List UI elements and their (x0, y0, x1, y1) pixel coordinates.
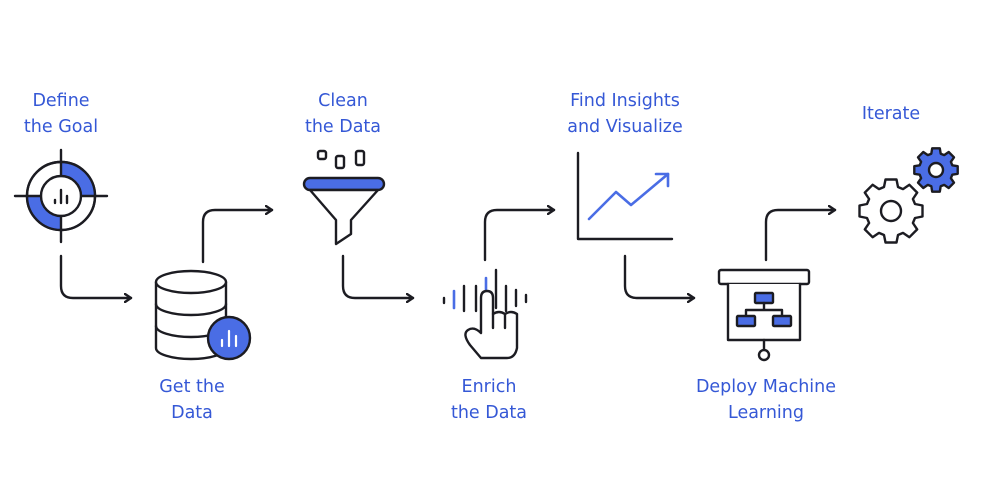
connector-data-to-clean (201, 210, 274, 264)
presentation-board-icon (717, 268, 811, 362)
connector-enrich-to-insights (483, 210, 556, 262)
step-get-data-line2: Data (171, 403, 213, 423)
target-icon (13, 148, 109, 244)
line-chart-icon (576, 151, 674, 241)
connector-deploy-to-iterate (764, 210, 837, 262)
step-enrich-data-label: Enrich the Data (451, 377, 527, 423)
step-deploy-ml-line2: Learning (728, 403, 804, 423)
step-find-insights-label: Find Insights and Visualize (567, 91, 683, 137)
step-clean-data-line1: Clean (318, 91, 368, 111)
step-find-insights-line2: and Visualize (567, 117, 683, 137)
step-deploy-ml-label: Deploy Machine Learning (696, 377, 836, 423)
step-get-data-label: Get the Data (159, 377, 224, 423)
database-icon (154, 269, 252, 361)
gears-icon (858, 147, 959, 244)
step-define-goal-line2: the Goal (24, 117, 98, 137)
gear-large-icon (858, 178, 924, 244)
step-define-goal-line1: Define (32, 91, 89, 111)
step-clean-data-line2: the Data (305, 117, 381, 137)
step-deploy-ml-line1: Deploy Machine (696, 377, 836, 397)
step-iterate-label: Iterate (862, 104, 920, 124)
step-define-goal-label: Define the Goal (24, 91, 98, 137)
step-clean-data-label: Clean the Data (305, 91, 381, 137)
step-get-data-line1: Get the (159, 377, 224, 397)
connector-goal-to-data (59, 254, 133, 298)
funnel-icon (302, 149, 386, 246)
step-iterate-line1: Iterate (862, 104, 920, 124)
chart-badge-icon (206, 315, 252, 361)
step-enrich-data-line2: the Data (451, 403, 527, 423)
hand-pointer-icon (442, 268, 528, 360)
step-enrich-data-line1: Enrich (462, 377, 517, 397)
connector-clean-to-enrich (341, 254, 415, 298)
gear-small-icon (913, 147, 959, 193)
step-find-insights-line1: Find Insights (570, 91, 680, 111)
connector-insights-to-deploy (623, 254, 696, 298)
